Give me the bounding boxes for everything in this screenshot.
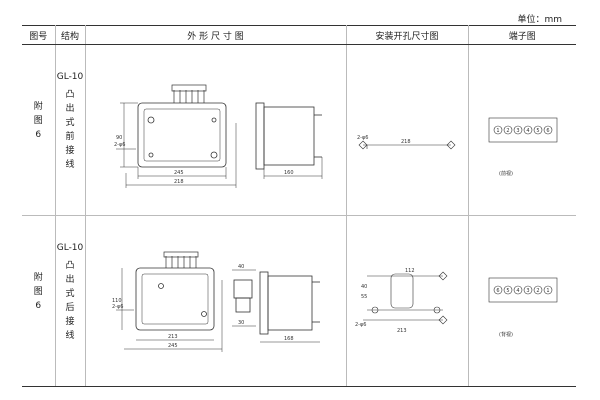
terminal-number: 6 [496, 288, 499, 294]
fig-char: 图 [33, 116, 43, 126]
unit-label: 单位：mm [517, 15, 562, 25]
terminal-caption: (前视) [499, 170, 513, 177]
table-row: 附 图 6 GL-10 凸 出 式 前 接 线 [22, 44, 576, 216]
fig-char: 附 [33, 102, 43, 112]
header-structure: 结构 [55, 25, 86, 45]
structure-cell: GL-10 凸 出 式 后 接 线 [55, 215, 86, 387]
struct-char: 前 [65, 132, 75, 142]
terminal-circle [503, 285, 512, 295]
struct-char: 凸 [65, 90, 75, 100]
outline-drawing-rear [115, 251, 320, 352]
header-outline: 外 形 尺 寸 图 [85, 25, 347, 45]
outline-drawing-cell: 90 245 218 160 2-φ6 [85, 44, 347, 216]
terminal-number: 3 [526, 288, 529, 294]
fig-char: 6 [35, 130, 42, 140]
fig-no-cell: 附 图 6 [22, 44, 56, 216]
terminal-diagram: 1 2 3 4 5 6 (前视) [488, 117, 557, 177]
cutout-drawing [358, 140, 455, 150]
terminal-circle [533, 125, 542, 135]
header-fig-no: 图号 [22, 25, 56, 45]
struct-char: 后 [65, 303, 75, 313]
terminal-circle [533, 285, 542, 295]
cutout-drawing-rear [362, 271, 447, 325]
terminal-cell: 6 5 4 3 2 1 (背视) [468, 215, 576, 387]
fig-char: 附 [33, 273, 43, 283]
terminal-number: 6 [546, 128, 549, 134]
terminal-circle [543, 285, 552, 295]
outline-drawing-cell: 110 213 245 40 30 168 2-φ6 [85, 215, 347, 387]
cutout-cell: 2-φ6 218 [346, 44, 469, 216]
struct-char: 接 [65, 317, 75, 327]
cutout-cell: 112 213 40 55 2-φ6 [346, 215, 469, 387]
terminal-number: 4 [516, 288, 519, 294]
table-row: 附 图 6 GL-10 凸 出 式 后 接 线 [22, 215, 576, 387]
terminal-number: 5 [536, 128, 539, 134]
fig-char: 6 [35, 301, 42, 311]
terminal-set-front: 1 2 3 4 5 6 [493, 125, 552, 135]
terminal-set-rear: 6 5 4 3 2 1 [493, 285, 552, 295]
struct-char: 出 [65, 104, 75, 114]
fig-no-cell: 附 图 6 [22, 215, 56, 387]
terminal-number: 4 [526, 128, 529, 134]
struct-char: 式 [65, 118, 75, 128]
terminal-circle [513, 285, 522, 295]
struct-char: 线 [65, 331, 75, 341]
fig-char: 图 [33, 287, 43, 297]
header-terminal: 端子图 [468, 25, 576, 45]
spec-table: 图号 结构 外 形 尺 寸 图 安装开孔尺寸图 端子图 附 图 6 GL-10 … [22, 25, 576, 387]
terminal-circle [493, 125, 502, 135]
terminal-circle [493, 285, 502, 295]
terminal-circle [523, 285, 532, 295]
structure-cell: GL-10 凸 出 式 前 接 线 [55, 44, 86, 216]
terminal-circle [523, 125, 532, 135]
header-cutout: 安装开孔尺寸图 [346, 25, 469, 45]
terminal-number: 1 [496, 128, 499, 134]
terminal-number: 2 [536, 288, 539, 294]
terminal-diagram: 6 5 4 3 2 1 (背视) [488, 277, 557, 338]
terminal-number: 5 [506, 288, 509, 294]
header-row: 图号 结构 外 形 尺 寸 图 安装开孔尺寸图 端子图 [22, 25, 576, 45]
model-code: GL-10 [56, 72, 84, 82]
struct-char: 凸 [65, 261, 75, 271]
struct-char: 式 [65, 289, 75, 299]
struct-char: 线 [65, 160, 75, 170]
terminal-cell: 1 2 3 4 5 6 (前视) [468, 44, 576, 216]
outline-drawing-front [115, 84, 322, 188]
terminal-number: 1 [546, 288, 549, 294]
terminal-caption: (背视) [499, 331, 513, 338]
terminal-number: 3 [516, 128, 519, 134]
terminal-number: 2 [506, 128, 509, 134]
struct-char: 接 [65, 146, 75, 156]
terminal-circle [513, 125, 522, 135]
terminal-circle [543, 125, 552, 135]
terminal-circle [503, 125, 512, 135]
model-code: GL-10 [56, 243, 84, 253]
struct-char: 出 [65, 275, 75, 285]
